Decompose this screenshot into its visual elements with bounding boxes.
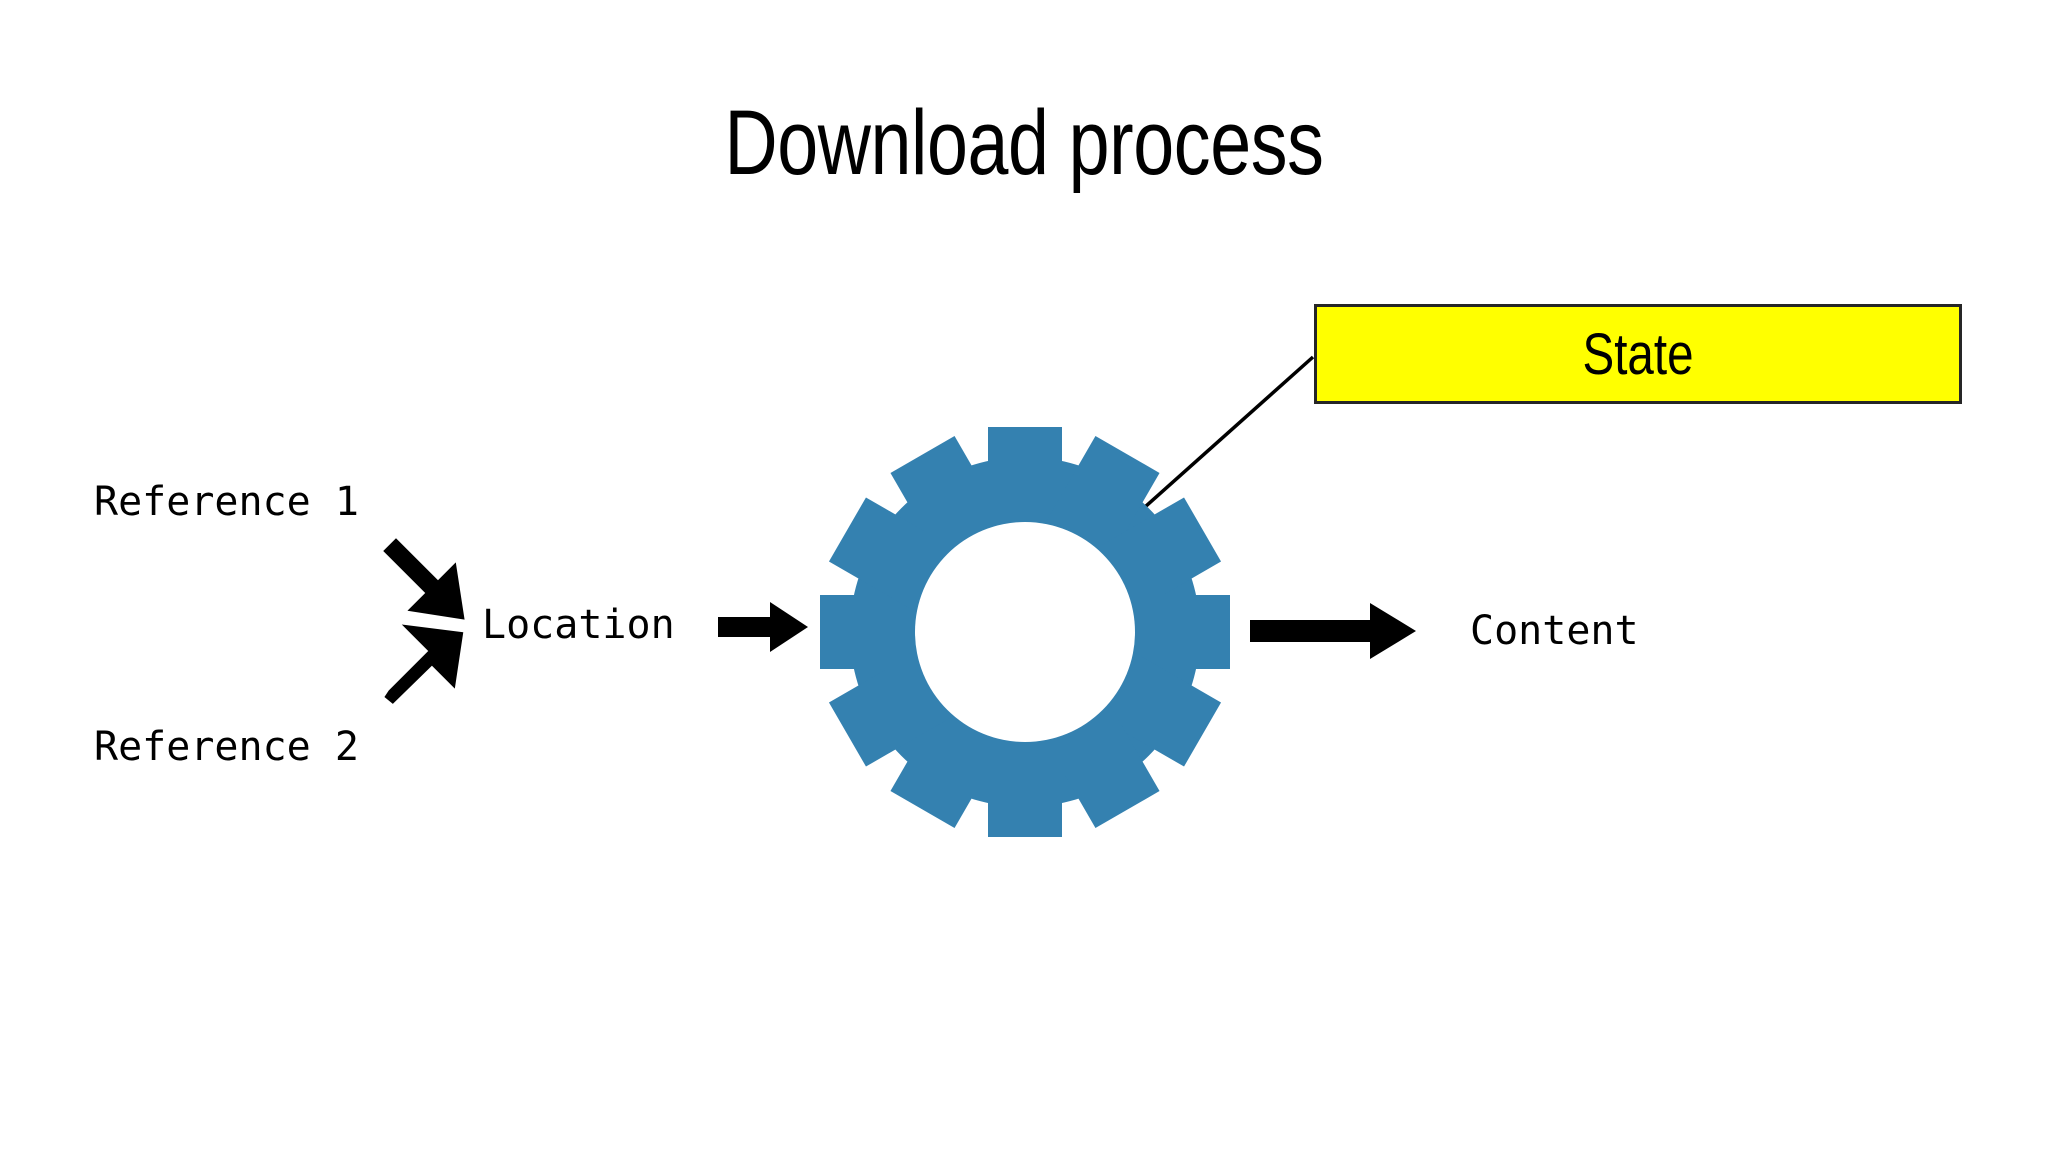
arrow-reference2-to-location xyxy=(384,624,464,704)
arrow-location-to-process xyxy=(718,602,808,652)
node-label-reference-1: Reference 1 xyxy=(94,479,359,525)
arrow-process-to-content xyxy=(1250,603,1416,659)
node-label-reference-2: Reference 2 xyxy=(94,724,359,770)
state-callout-label: State xyxy=(1582,321,1694,387)
node-label-location: Location xyxy=(482,602,675,648)
node-label-content: Content xyxy=(1470,608,1639,654)
page-title: Download process xyxy=(724,92,1324,194)
gear-icon xyxy=(820,427,1230,837)
state-callout-box: State xyxy=(1314,304,1962,404)
callout-leader-line xyxy=(1134,355,1315,517)
arrow-reference1-to-location xyxy=(383,538,465,620)
